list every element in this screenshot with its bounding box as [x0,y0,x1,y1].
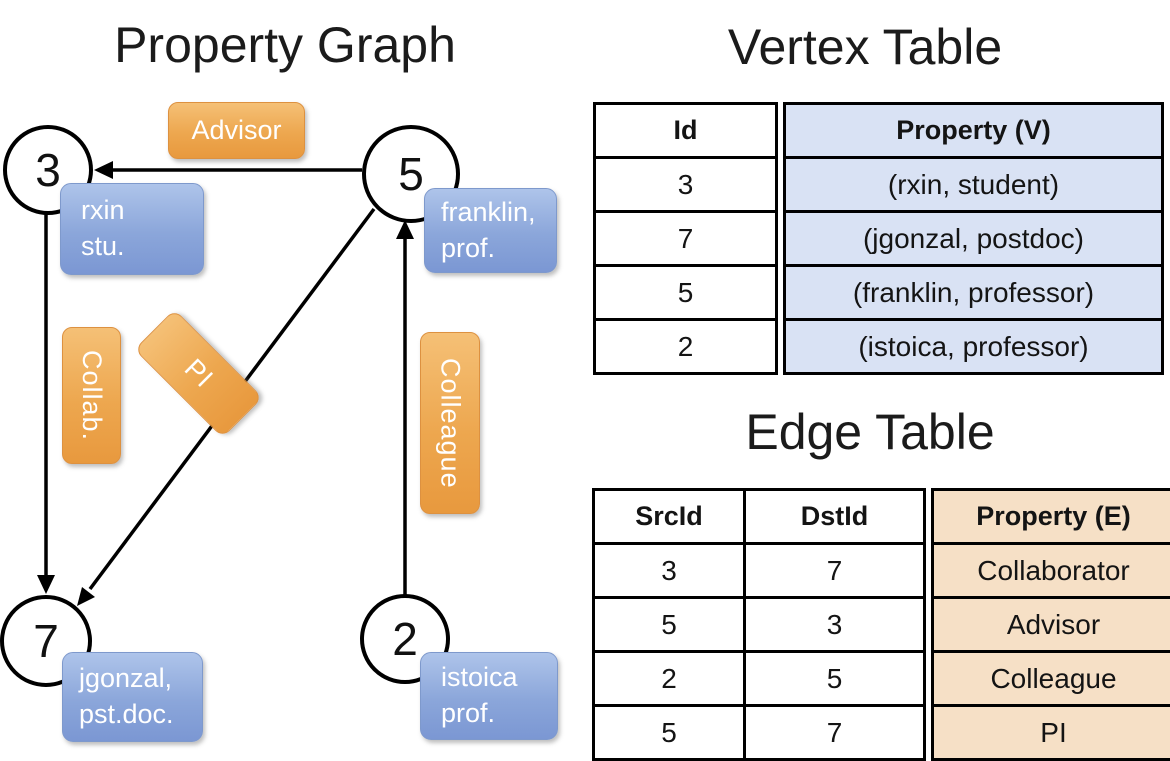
edge-src-cell: 5 [594,598,745,652]
edge-dst-cell: 7 [745,706,925,760]
edge-3-to-7 [37,214,55,594]
edge-prop-cell: Colleague [933,652,1170,706]
vertex-prop-rxin-line1: rxin [81,193,203,229]
vertex-prop-franklin-line1: franklin, [441,195,556,231]
edge-src-cell: 5 [594,706,745,760]
vertex-prop-box-jgonzal: jgonzal, pst.doc. [62,652,203,742]
vertex-prop-cell: (rxin, student) [785,158,1163,212]
edge-5-to-3 [94,161,362,179]
vertex-prop-cell: (franklin, professor) [785,266,1163,320]
edge-prop-cell: Advisor [933,598,1170,652]
vertex-prop-cell: (jgonzal, postdoc) [785,212,1163,266]
vertex-prop-cell: (istoica, professor) [785,320,1163,374]
edge-table: SrcId DstId 3 7 5 3 2 5 5 7 Property (E)… [592,488,1170,761]
vertex-prop-box-franklin: franklin, prof. [424,188,557,273]
vertex-col-id: Id [595,104,777,158]
edge-src-cell: 3 [594,544,745,598]
edge-prop-cell: Collaborator [933,544,1170,598]
edge-col-prop: Property (E) [933,490,1170,544]
vertex-id-cell: 7 [595,212,777,266]
edge-col-dst: DstId [745,490,925,544]
vertex-id-subtable: Id 3 7 5 2 [593,102,778,375]
vertex-prop-jgonzal-line2: pst.doc. [79,697,202,733]
edge-table-title: Edge Table [600,403,1140,461]
vertex-table-title: Vertex Table [600,18,1130,76]
edge-label-advisor: Advisor [168,102,305,159]
edge-label-pi-text: PI [178,353,219,394]
vertex-table: Id 3 7 5 2 Property (V) (rxin, student) … [593,102,1164,375]
vertex-prop-istoica-line1: istoica [441,660,557,696]
edge-label-colleague: Colleague [420,332,480,514]
vertex-prop-istoica-line2: prof. [441,696,557,732]
vertex-prop-franklin-line2: prof. [441,231,556,267]
vertex-prop-subtable: Property (V) (rxin, student) (jgonzal, p… [783,102,1164,375]
vertex-id-cell: 2 [595,320,777,374]
edge-dst-cell: 7 [745,544,925,598]
edge-label-collab: Collab. [62,327,121,464]
edge-ids-subtable: SrcId DstId 3 7 5 3 2 5 5 7 [592,488,926,761]
edge-dst-cell: 5 [745,652,925,706]
edge-label-collab-text: Collab. [76,350,107,441]
vertex-col-prop: Property (V) [785,104,1163,158]
vertex-prop-jgonzal-line1: jgonzal, [79,661,202,697]
edge-prop-cell: PI [933,706,1170,760]
vertex-prop-box-istoica: istoica prof. [420,652,558,740]
vertex-id-cell: 3 [595,158,777,212]
vertex-prop-box-rxin: rxin stu. [60,183,204,275]
vertex-prop-rxin-line2: stu. [81,229,203,265]
edge-dst-cell: 3 [745,598,925,652]
edge-label-colleague-text: Colleague [435,358,466,489]
vertex-id-cell: 5 [595,266,777,320]
edge-label-advisor-text: Advisor [191,115,281,146]
edge-col-src: SrcId [594,490,745,544]
edge-2-to-5 [396,220,414,595]
edge-src-cell: 2 [594,652,745,706]
edge-prop-subtable: Property (E) Collaborator Advisor Collea… [931,488,1170,761]
